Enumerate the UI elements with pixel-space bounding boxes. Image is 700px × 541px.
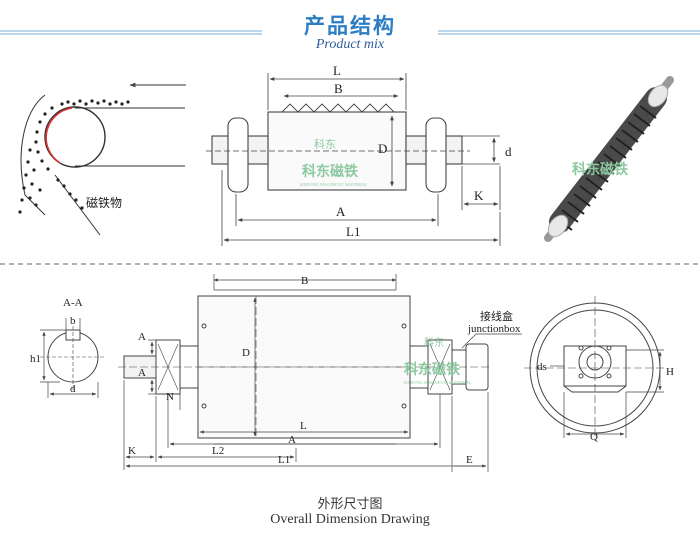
section-label: A-A [63,297,83,309]
caption-en: Overall Dimension Drawing [270,512,430,527]
dim-d-label: d [70,383,76,395]
roller-top-dimension-labels: L B D d K A L1 [333,63,512,239]
dim-ds-label: ds [537,361,547,373]
dim-A-label: A [336,204,346,219]
roller-front-view [118,274,522,472]
dim-L-label: L [300,420,307,432]
watermark-text: 科东磁铁 [302,163,358,180]
dim-L-label: L [333,63,341,78]
watermark-bottom: 科东 科东磁铁 KEDONG MAGNETIC MATERIAL [404,336,472,385]
watermark-top: 科东 科东磁铁 KEDONG MAGNETIC MATERIAL [300,137,368,187]
header-rules [0,30,700,35]
particle-dots [18,99,130,214]
watermark-text: 科东磁铁 [572,161,628,178]
dim-L1-label: L1 [346,224,360,239]
dim-H-label: H [666,366,674,378]
watermark-small-text: 科东 [424,336,444,349]
dim-A-bottom-label: A [138,367,146,379]
separation-sketch [18,82,186,236]
dim-D-label: D [378,141,387,156]
section-aa-labels: A-A b h1 d [30,297,83,395]
dim-E-label: E [466,454,473,466]
dim-L2-label: L2 [212,445,224,457]
roller-front-labels: B D A A N L A K L2 L1 E 接线盒 junctionbox [128,275,521,466]
page-title: 产品结构 [304,14,396,38]
header: 产品结构 Product mix [0,0,700,58]
dim-h1-label: h1 [30,353,41,365]
junction-box-en-label: junctionbox [467,323,521,335]
dim-B-label: B [301,275,308,287]
material-label: 磁铁物 [86,195,122,210]
dim-K-label: K [128,445,136,457]
roller-photo [544,76,674,242]
watermark-en-text: KEDONG MAGNETIC MATERIAL [300,182,368,187]
page-subtitle: Product mix [315,37,385,52]
caption-cn: 外形尺寸图 [317,497,383,512]
watermark-small-text: 科东 [314,137,336,151]
dim-A-top-label: A [138,331,146,343]
dim-b-label: b [70,315,76,327]
junction-box-cn-label: 接线盒 [480,309,513,323]
dim-K-label: K [474,188,484,203]
watermark-photo: 科东磁铁 [572,161,628,178]
watermark-text: 科东磁铁 [404,361,460,378]
dim-B-label: B [334,81,343,96]
watermark-en-text: KEDONG MAGNETIC MATERIAL [404,380,472,385]
dim-L1-label: L1 [278,454,290,466]
dim-A-label: A [288,434,296,446]
dim-D-label: D [242,347,250,359]
section-aa-view [40,318,106,398]
roller-side-view [206,73,501,246]
roller-end-labels: ds H Q [537,361,674,443]
roller-end-view [524,296,666,440]
dim-N-label: N [166,391,174,403]
dim-Q-label: Q [590,431,598,443]
dim-d-label: d [505,144,512,159]
